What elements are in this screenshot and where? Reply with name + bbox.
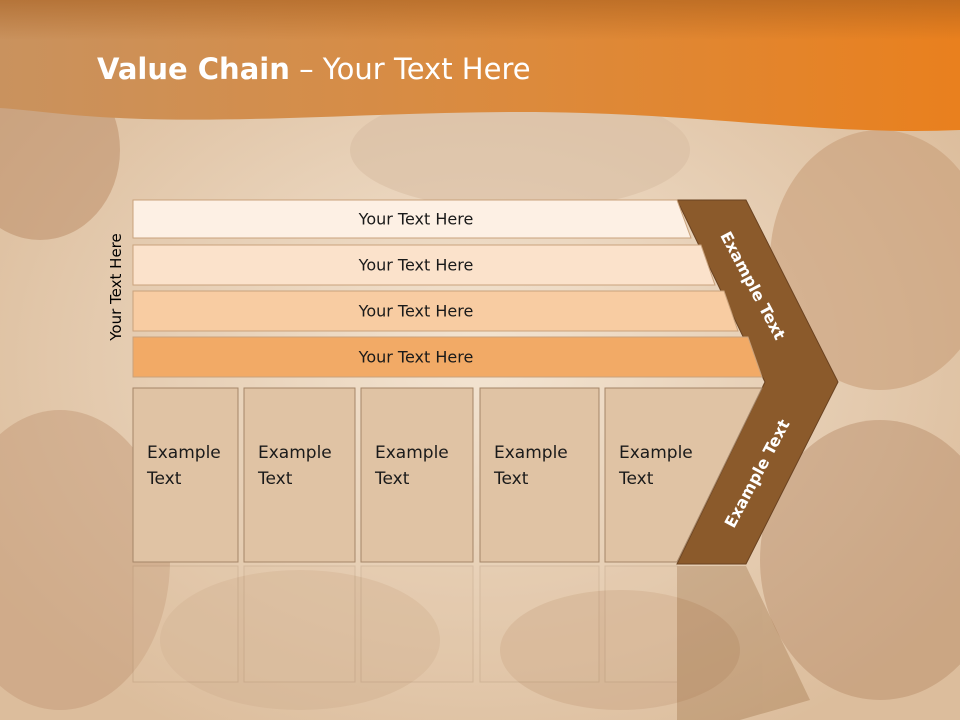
- primary-activity-label-line1: Example: [494, 443, 568, 463]
- primary-activity-box-4: [479, 387, 600, 563]
- primary-activity-label-line2: Text: [374, 469, 410, 489]
- primary-activity-reflection: [360, 565, 474, 683]
- primary-activity-label-line1: Example: [375, 443, 449, 463]
- margin-arrow: [676, 199, 839, 565]
- support-row-2: [132, 244, 716, 286]
- primary-activity-reflection: [604, 565, 716, 683]
- primary-activity-box-5: [604, 387, 763, 563]
- primary-activity-label-line1: Example: [147, 443, 221, 463]
- support-activities-label: Your Text Here: [107, 233, 125, 341]
- primary-activity-reflection: [132, 565, 239, 683]
- support-row-3: [132, 290, 739, 332]
- support-row-label: Your Text Here: [358, 256, 474, 275]
- primary-activity-label-line1: Example: [258, 443, 332, 463]
- support-row-4: [132, 336, 763, 378]
- primary-activity-label-line2: Text: [257, 469, 293, 489]
- primary-activity-label-line2: Text: [618, 469, 654, 489]
- support-row-label: Your Text Here: [358, 348, 474, 367]
- support-row-label: Your Text Here: [358, 302, 474, 321]
- support-row-label: Your Text Here: [358, 210, 474, 229]
- primary-activity-box-3: [360, 387, 474, 563]
- support-row-1: [132, 199, 692, 239]
- primary-activity-box-1: [132, 387, 239, 563]
- slide-title-bold: Value Chain: [97, 52, 290, 86]
- margin-arrow-reflection: [677, 566, 810, 720]
- primary-activity-reflection: [243, 565, 356, 683]
- slide-title: Value Chain – Your Text Here: [97, 52, 531, 86]
- primary-activity-label-line2: Text: [146, 469, 182, 489]
- slide-title-rest: – Your Text Here: [289, 52, 531, 86]
- primary-activity-reflection: [479, 565, 600, 683]
- diagram-reflection: [132, 565, 810, 720]
- primary-activity-label-line1: Example: [619, 443, 693, 463]
- primary-activity-box-2: [243, 387, 356, 563]
- primary-activity-label-line2: Text: [493, 469, 529, 489]
